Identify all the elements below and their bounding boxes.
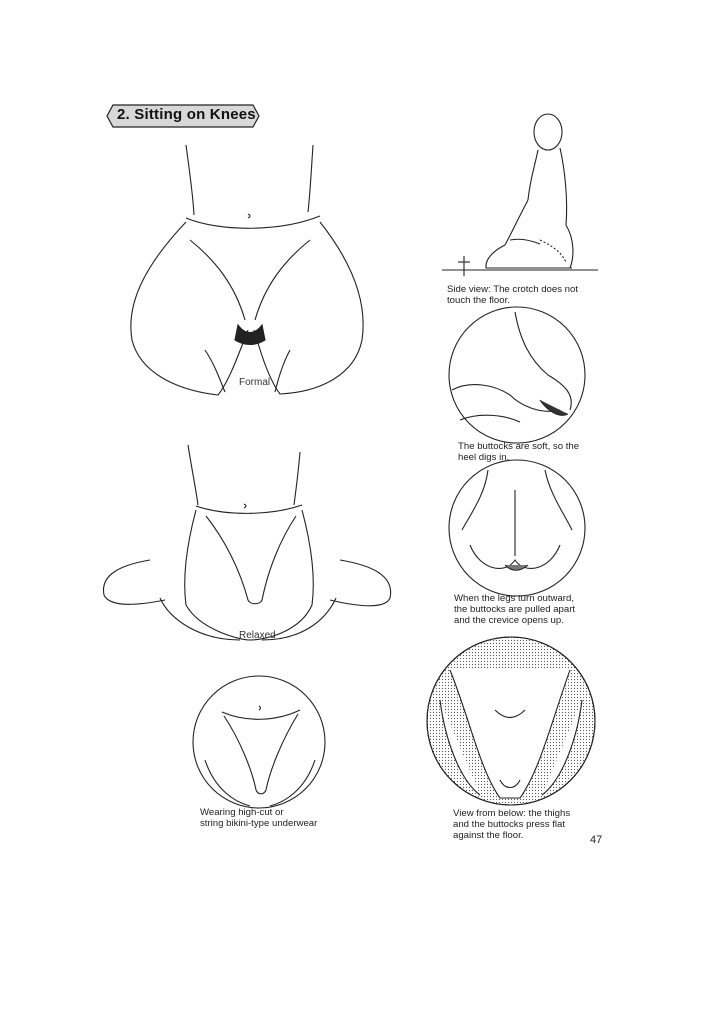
legs-outward-caption: When the legs turn outward, the buttocks…	[454, 593, 576, 626]
view-from-below-illustration	[427, 637, 595, 805]
section-heading: 2. Sitting on Knees	[105, 104, 260, 128]
view-from-below-caption: View from below: the thighs and the butt…	[453, 808, 571, 841]
heel-illustration	[449, 307, 585, 443]
relaxed-label: Relaxed	[239, 630, 276, 641]
formal-pose-illustration	[131, 145, 363, 395]
heel-caption: The buttocks are soft, so the heel digs …	[458, 441, 580, 463]
formal-label: Formal	[239, 377, 271, 388]
page-number: 47	[590, 834, 603, 846]
high-cut-underwear-illustration	[193, 676, 325, 808]
legs-outward-illustration	[449, 460, 585, 596]
relaxed-pose-illustration	[103, 445, 390, 640]
side-view-illustration	[442, 114, 598, 276]
high-cut-caption: Wearing high-cut or string bikini-type u…	[200, 807, 318, 829]
side-view-caption: Side view: The crotch does not touch the…	[447, 284, 579, 306]
section-heading-text: 2. Sitting on Knees	[117, 106, 256, 123]
